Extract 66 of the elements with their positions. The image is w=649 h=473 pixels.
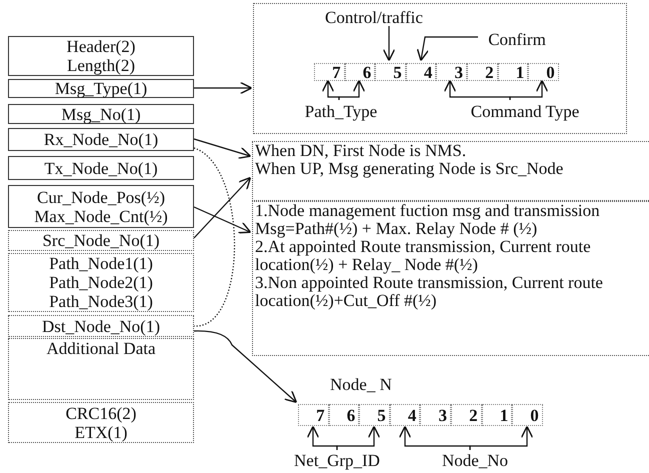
bit-cell: 6 <box>328 404 360 426</box>
arrow <box>194 330 298 404</box>
packet-field <box>8 402 194 443</box>
note-box <box>252 201 649 356</box>
leader-line <box>444 80 511 100</box>
bit-annotation: Path_Type <box>299 101 383 121</box>
bit-annotation: Control/traffic <box>313 7 435 27</box>
packet-field: Additional Data <box>8 338 194 400</box>
bit-cell: 5 <box>359 404 390 426</box>
arrow <box>194 206 252 234</box>
bit-cell: 2 <box>451 404 482 426</box>
bit-cell: 4 <box>390 404 420 426</box>
leader-line <box>322 80 340 100</box>
note-text: When DN, First Node is NMS. <box>255 142 466 160</box>
field-label: Max_Node_Cnt(½) <box>34 206 168 226</box>
note-box <box>252 141 649 201</box>
bit-cell: 0 <box>512 404 543 426</box>
bit-cell: 0 <box>528 63 559 81</box>
arrow <box>194 82 252 94</box>
bit-cell: 1 <box>498 63 528 81</box>
bit-cell: 3 <box>420 404 451 426</box>
packet-field: Src_Node_No(1) <box>8 230 194 251</box>
field-heading: Node_ N <box>329 375 392 395</box>
arrow <box>194 176 252 238</box>
leader-line <box>338 80 366 100</box>
bit-cell: 7 <box>298 404 329 426</box>
field-label: 2.At appointed Route transmission, Current route location(½) + Relay_ Node #(½) <box>255 238 592 274</box>
bit-field-row <box>298 375 544 426</box>
bit-annotation: Node_No <box>432 450 518 470</box>
packet-field: Msg_Type(1) <box>8 79 194 98</box>
leader-line <box>509 80 548 100</box>
bit-cell: 1 <box>482 404 512 426</box>
packet-field <box>8 253 194 312</box>
bit-cell: 5 <box>375 63 406 81</box>
packet-field <box>8 185 194 228</box>
packet-field: Msg_No(1) <box>8 104 194 124</box>
leader-line <box>336 426 380 450</box>
bit-cell: 4 <box>406 63 436 81</box>
bit-annotation: Confirm <box>479 29 555 49</box>
bit-annotation: Net_Grp_ID <box>283 450 391 470</box>
arrow <box>194 138 252 159</box>
packet-field: Dst_Node_No(1) <box>8 315 194 337</box>
leader-line <box>416 36 478 62</box>
field-label: ETX(1) <box>74 422 128 442</box>
field-label: Cur_Node_Pos(½) <box>37 188 165 206</box>
packet-field: Tx_Node_No(1) <box>8 156 194 180</box>
bit-cell: 7 <box>314 63 345 81</box>
bit-cell: 6 <box>344 63 376 81</box>
bit-cell: 3 <box>436 63 467 81</box>
note-text: When UP, Msg generating Node is Src_Node <box>255 160 564 178</box>
packet-field <box>8 36 194 76</box>
field-label: Path_Node1(1) <box>49 254 153 273</box>
bit-annotation: Command Type <box>446 101 604 121</box>
field-label: 3.Non appointed Route transmission, Current route location(½)+Cut_Off #(½) <box>255 274 604 310</box>
bracket-line <box>194 147 236 327</box>
bit-cell: 2 <box>467 63 498 81</box>
field-label: 1.Node management fuction msg and transmission Msg=Path#(½) + Max. Relay Node # (½) <box>255 202 601 238</box>
leader-line <box>469 426 534 450</box>
bit-field-panel <box>253 3 627 134</box>
field-label: Length(2) <box>67 56 135 75</box>
field-label: Path_Node3(1) <box>49 292 153 311</box>
packet-field: Rx_Node_No(1) <box>8 128 194 151</box>
field-label: CRC16(2) <box>66 404 136 422</box>
field-label: Path_Node2(1) <box>49 273 153 292</box>
leader-line <box>382 26 396 62</box>
field-label: Header(2) <box>66 37 136 56</box>
